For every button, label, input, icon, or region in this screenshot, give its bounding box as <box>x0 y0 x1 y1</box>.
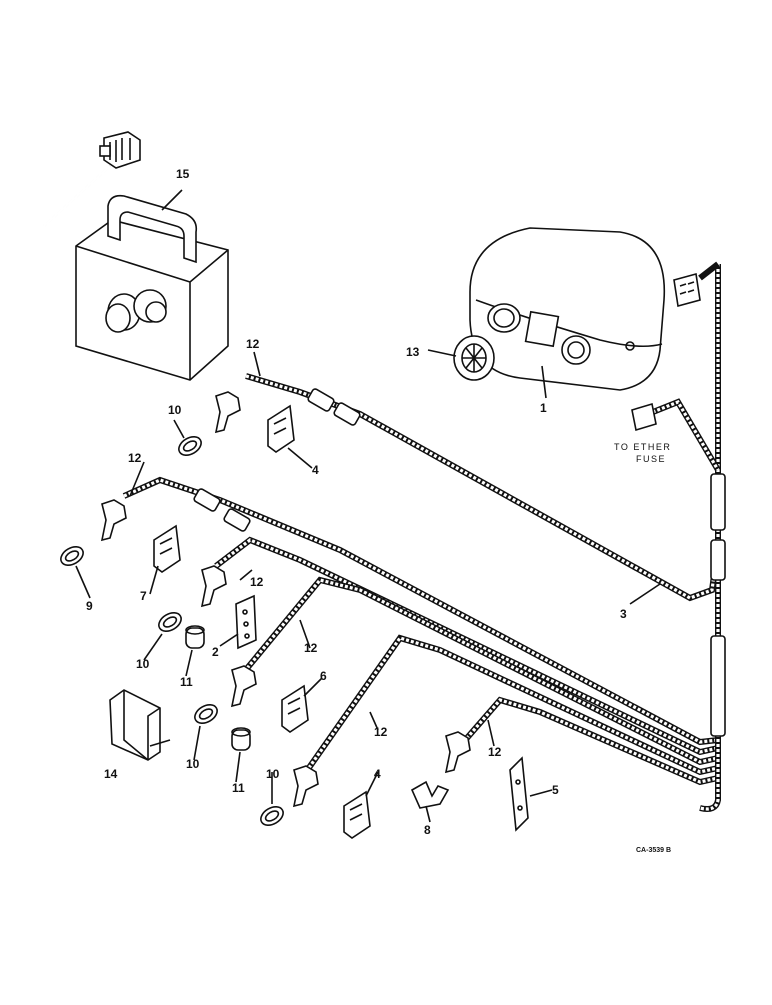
part-8-bracket <box>410 780 450 809</box>
part-11-sleeve-a <box>185 625 205 649</box>
callout-3: 3 <box>620 607 627 621</box>
part-1-gauge-housing <box>469 227 666 391</box>
part-10-clamp-c <box>194 704 218 724</box>
leader-lines <box>75 189 661 823</box>
callout-12-a: 12 <box>246 337 260 351</box>
callout-11-a: 11 <box>180 675 193 689</box>
callout-10-b: 10 <box>136 657 150 671</box>
callout-11-b: 11 <box>232 781 245 795</box>
part-7-clip <box>153 524 181 573</box>
part-2-bracket <box>235 594 257 650</box>
callout-5: 5 <box>552 783 559 797</box>
callout-7: 7 <box>140 589 147 603</box>
callout-12-b: 12 <box>128 451 142 465</box>
part-11-sleeve-b <box>231 727 251 751</box>
part-4-clip-lower <box>343 790 371 839</box>
callout-9: 9 <box>86 599 93 613</box>
callout-10-c: 10 <box>186 757 200 771</box>
callout-1: 1 <box>540 401 547 415</box>
callout-4-a: 4 <box>312 463 319 477</box>
callout-13: 13 <box>406 345 420 359</box>
part-10-clamp-d <box>260 806 284 826</box>
callout-12-d: 12 <box>304 641 318 655</box>
drawing-code: CA-3539 B <box>636 847 671 854</box>
part-4-clip-upper <box>267 404 295 453</box>
callout-2: 2 <box>212 645 219 659</box>
ether-fuse-note-line1: TO ETHER <box>614 442 671 452</box>
callout-12-c: 12 <box>250 575 264 589</box>
callout-4-b: 4 <box>374 767 381 781</box>
part-9-clamp <box>60 546 84 566</box>
part-5-plate <box>509 756 529 832</box>
callout-12-f: 12 <box>488 745 502 759</box>
ether-fuse-note-line2: FUSE <box>636 454 666 464</box>
part-3-main-harness <box>122 261 726 812</box>
callout-10-d: 10 <box>266 767 280 781</box>
part-15-control-box <box>42 131 229 381</box>
callout-14: 14 <box>104 767 118 781</box>
callout-6: 6 <box>320 669 327 683</box>
part-12-terminals <box>100 391 471 808</box>
part-10-clamp-a <box>178 436 202 456</box>
part-6-clip <box>281 684 309 733</box>
callout-10-a: 10 <box>168 403 182 417</box>
callout-labels: 15 1 13 12 10 4 12 9 7 12 2 12 10 11 6 1… <box>86 167 627 837</box>
part-13-bezel <box>453 335 495 381</box>
part-14-cover <box>109 689 171 761</box>
callout-12-e: 12 <box>374 725 388 739</box>
callout-15: 15 <box>176 167 190 181</box>
callout-8: 8 <box>424 823 431 837</box>
part-10-clamp-b <box>158 612 182 632</box>
